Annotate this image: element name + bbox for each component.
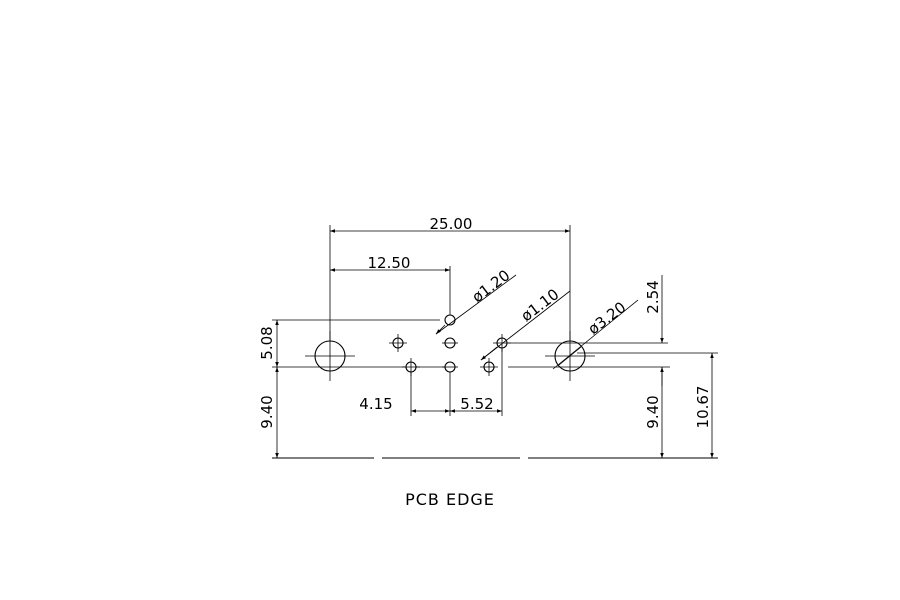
dim-hole-dia-1-10: ø1.10: [518, 285, 563, 325]
dim-edge-left: 9.40: [258, 395, 276, 428]
extension-lines: [272, 225, 718, 416]
dim-overall-width: 25.00: [430, 215, 473, 233]
dim-vertical-left: 5.08: [258, 326, 276, 359]
dim-pin-offset-left: 4.15: [359, 395, 392, 413]
dim-half-width: 12.50: [368, 254, 411, 272]
dim-pin-offset-right: 5.52: [460, 395, 493, 413]
dim-hole-dia-3-20: ø3.20: [585, 298, 630, 338]
leader-dia-1-20: [435, 274, 517, 335]
pin-hole-lower-right: [480, 358, 498, 376]
pcb-edge-caption: PCB EDGE: [405, 490, 495, 509]
leader-dia-1-10: [480, 290, 571, 361]
dim-vertical-right: 2.54: [644, 280, 662, 313]
pin-hole-upper-left: [389, 334, 407, 352]
dim-hole-dia-1-20: ø1.20: [469, 266, 514, 306]
dim-edge-right: 9.40: [644, 395, 662, 428]
dim-edge-total: 10.67: [694, 386, 712, 429]
leader-dia-3-20: [552, 299, 639, 370]
